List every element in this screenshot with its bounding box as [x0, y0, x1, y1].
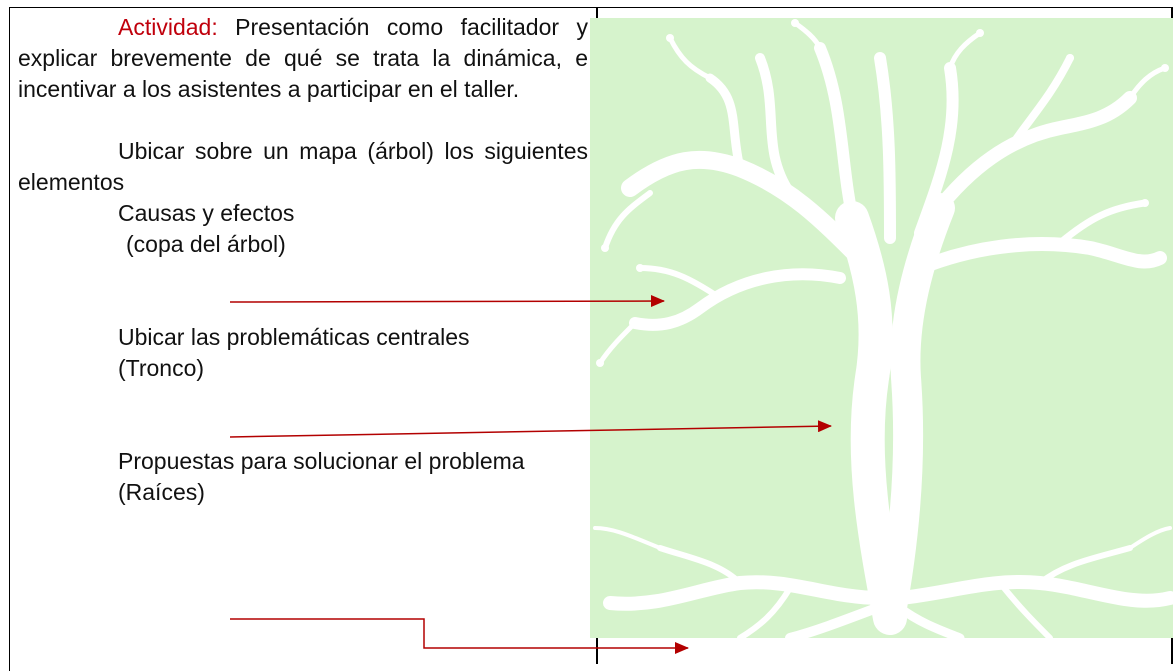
- document-frame: [9, 7, 1173, 671]
- locate-intro: Ubicar sobre un mapa (árbol) los siguien…: [18, 138, 588, 195]
- roots-label: (Raíces): [118, 479, 205, 505]
- activity-paragraph: Actividad: Presentación como facilitador…: [18, 12, 588, 105]
- trunk-label: (Tronco): [118, 355, 205, 381]
- causes-label: Causas y efectos: [118, 200, 295, 226]
- proposals-label: Propuestas para solucionar el problema: [118, 448, 525, 474]
- problems-label: Ubicar las problemáticas centrales: [118, 324, 470, 350]
- crown-label: (copa del árbol): [126, 231, 286, 257]
- activity-description: Presentación como facilitador y explicar…: [18, 14, 588, 102]
- tree-illustration: [590, 18, 1173, 638]
- instructions-column: Actividad: Presentación como facilitador…: [18, 12, 588, 508]
- tree-silhouette-icon: [593, 19, 1173, 638]
- activity-label: Actividad:: [118, 14, 218, 40]
